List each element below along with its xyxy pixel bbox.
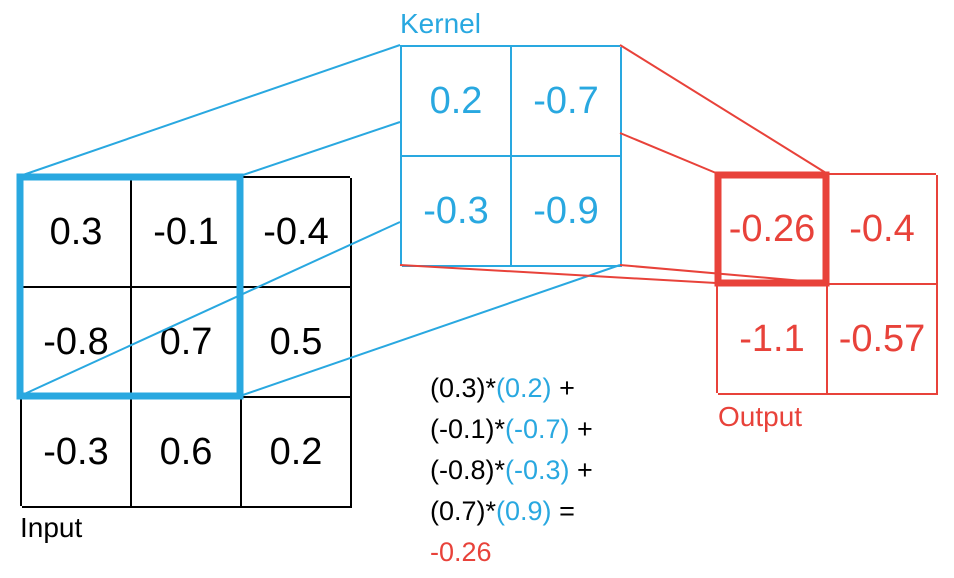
input-cell: -0.4 [242,178,352,288]
formula-kernel-term: (-0.7) [505,414,570,444]
formula-input-term: (0.3)* [430,373,497,403]
formula-result: -0.26 [430,537,492,567]
formula-kernel-term: (0.2) [496,373,552,403]
formula-input-term: (0.7)* [430,496,497,526]
output-cell: -0.4 [828,175,938,285]
formula-operator: + [569,455,593,485]
formula-operator: + [551,373,575,403]
kernel-cell: 0.2 [402,47,512,157]
formula-line: (-0.8)*(-0.3) + [430,450,593,491]
output-projection-line [399,264,717,284]
input-cell: -0.3 [22,398,132,508]
output-matrix: -0.26 -0.4 -1.1 -0.57 [716,173,938,395]
kernel-cell: -0.3 [402,157,512,267]
input-cell: 0.5 [242,288,352,398]
input-cell: -0.1 [132,178,242,288]
input-cell: 0.3 [22,178,132,288]
kernel-projection-line [239,121,401,177]
input-matrix: 0.3 -0.1 -0.4 -0.8 0.7 0.5 -0.3 0.6 0.2 [20,176,352,508]
input-cell: 0.7 [132,288,242,398]
formula-operator: + [569,414,593,444]
formula-line: (-0.1)*(-0.7) + [430,409,593,450]
formula-input-term: (-0.8)* [430,455,506,485]
formula-kernel-term: (0.9) [496,496,552,526]
kernel-cell: -0.9 [512,157,622,267]
output-cell: -1.1 [718,285,828,395]
input-label: Input [20,512,83,543]
formula-kernel-term: (-0.3) [505,455,570,485]
output-label: Output [718,401,803,432]
output-cell: -0.57 [828,285,938,395]
kernel-projection-line [19,44,401,177]
output-projection-line [619,132,717,174]
formula-line: (0.7)*(0.9) = [430,491,593,532]
formula-operator: = [551,496,575,526]
kernel-label: Kernel [400,8,481,39]
input-cell: 0.6 [132,398,242,508]
kernel-cell: -0.7 [512,47,622,157]
kernel-matrix: 0.2 -0.7 -0.3 -0.9 [400,45,622,267]
output-cell: -0.26 [718,175,828,285]
output-projection-line [619,44,827,174]
formula-input-term: (-0.1)* [430,414,506,444]
input-cell: -0.8 [22,288,132,398]
input-cell: 0.2 [242,398,352,508]
convolution-formula: (0.3)*(0.2) + (-0.1)*(-0.7) + (-0.8)*(-0… [430,368,593,573]
formula-line: (0.3)*(0.2) + [430,368,593,409]
